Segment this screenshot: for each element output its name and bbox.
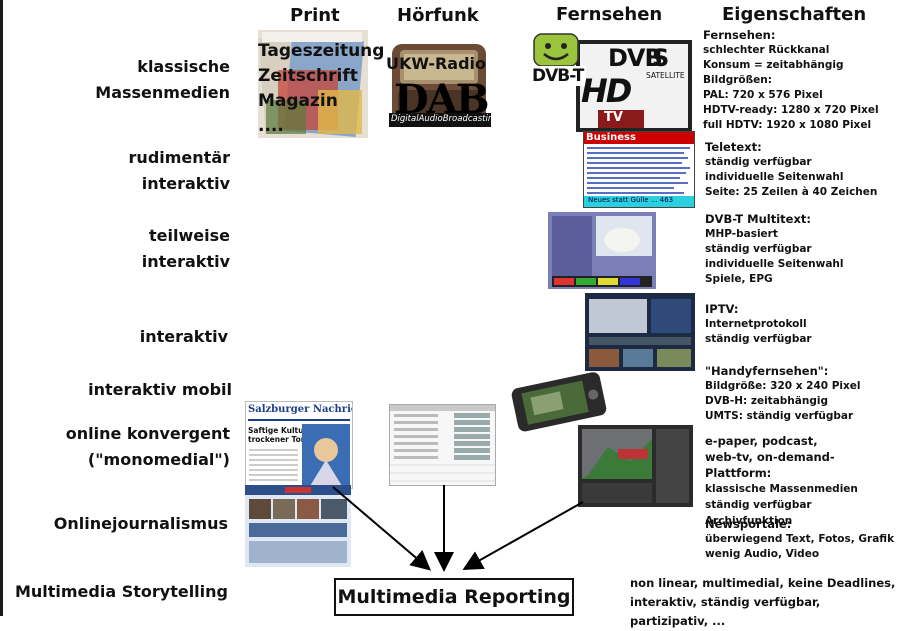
properties-line: wenig Audio, Video [705,548,820,560]
webtv-image [578,425,693,507]
properties-teletext: Teletext: ständig verfügbar individuelle… [705,140,877,200]
properties-title: Newsportale: [705,517,792,531]
properties-line: Seite: 25 Zeilen à 40 Zeichen [705,186,878,198]
print-item-more: .... [258,116,284,136]
row-label-online-journalism: Onlinejournalismus [53,514,228,533]
row-label-line: klassische [137,57,230,76]
radio-image [390,40,490,128]
newspaper-masthead: Salzburger Nachrichten [248,404,352,415]
row-label-line: Massenmedien [95,83,230,102]
properties-line: Bildgröße: 320 x 240 Pixel [705,380,861,392]
tv-logo: TV [604,110,623,125]
magazine-stack-image [258,30,368,138]
properties-title: Fernsehen: [703,28,776,42]
properties-line: ständig verfügbar [705,243,812,255]
hd-logo: HD [581,72,632,110]
properties-mobile-tv: "Handyfernsehen": Bildgröße: 320 x 240 P… [705,364,861,424]
iptv-image [585,293,695,371]
properties-tv: Fernsehen: schlechter Rückkanal Konsum =… [703,28,879,133]
properties-line: DVB-H: zeitabhängig [705,395,828,407]
multimedia-properties-line: non linear, multimedial, keine Deadlines… [630,576,896,590]
properties-title: e-paper, podcast, [705,434,818,448]
properties-line: HDTV-ready: 1280 x 720 Pixel [703,104,879,116]
properties-line: individuelle Seitenwahl [705,171,844,183]
teletext-image: Business Neues statt Gülle ... 463 [583,131,695,208]
arrow-epaper [332,486,432,571]
row-label-line: interaktiv [141,252,230,271]
properties-line: individuelle Seitenwahl [705,258,844,270]
row-label-rudimentary-interactive: rudimentär interaktiv [129,145,230,197]
row-label-online-convergent: online konvergent ("monomedial") [66,421,230,473]
dab-subtitle: DigitalAudioBroadcasting [391,114,499,124]
properties-line: ständig verfügbar [705,156,812,168]
column-header-tv: Fernsehen [556,4,663,25]
properties-dvbt-multitext: DVB-T Multitext: MHP-basiert ständig ver… [705,212,843,287]
dab-subtitle-bar [389,113,491,127]
left-border [0,0,3,616]
dab-logo: DAB [394,76,490,123]
teletext-title: Business [586,132,636,143]
properties-title: "Handyfernsehen": [705,364,829,378]
print-item-magazine: Magazin [258,91,338,111]
tv-logos-image [532,32,692,132]
satellite-label: SATELLITE [646,71,685,80]
properties-line: schlechter Rückkanal [703,44,830,56]
properties-line: UMTS: ständig verfügbar [705,410,854,422]
row-label-line: online konvergent [65,424,230,443]
properties-news-portals: Newsportale: überwiegend Text, Fotos, Gr… [705,517,894,562]
column-header-properties: Eigenschaften [722,4,867,25]
row-label-line: interaktiv [141,174,230,193]
properties-line: MHP-basiert [705,228,778,240]
properties-line: web-tv, on-demand-Plattform: [705,450,835,480]
mobile-phone-image [508,370,608,434]
arrow-webtv [462,501,584,570]
properties-line: Bildgrößen: [703,74,772,86]
print-items: Tageszeitung Zeitschrift Magazin .... [258,39,384,139]
newspaper-headline-1: Saftige Kultur statt [248,426,331,435]
dvbs-logo: DVB [608,44,663,72]
properties-line: klassische Massenmedien [705,483,858,495]
properties-line: PAL: 720 x 576 Pixel [703,89,823,101]
column-header-radio: Hörfunk [397,5,479,26]
properties-line: überwiegend Text, Fotos, Grafik [705,533,895,545]
properties-line: Spiele, EPG [705,273,773,285]
multimedia-properties-line: interaktiv, ständig verfügbar, partizipa… [630,595,821,628]
podcast-list-image [389,404,496,486]
news-portal-image [245,485,351,567]
row-label-interactive-mobile: interaktiv mobil [88,380,232,399]
ukw-radio-label: UKW-Radio [386,54,487,73]
properties-line: ständig verfügbar [705,333,812,345]
column-header-print: Print [290,5,340,26]
properties-line: Konsum = zeitabhängig [703,59,844,71]
properties-line: Internetprotokoll [705,318,807,330]
row-label-classic-mass-media: klassische Massenmedien [95,54,230,106]
row-label-line: ("monomedial") [87,450,230,469]
multimedia-reporting-box: Multimedia Reporting [334,578,574,616]
multimedia-properties: non linear, multimedial, keine Deadlines… [630,574,900,631]
row-label-line: rudimentär [128,148,230,167]
convergence-arrows [332,485,584,572]
row-label-partially-interactive: teilweise interaktiv [142,223,230,275]
row-label-multimedia-storytelling: Multimedia Storytelling [14,582,228,601]
print-item-daily: Tageszeitung [258,41,385,61]
row-label-interactive: interaktiv [139,327,228,346]
properties-title: IPTV: [705,302,739,316]
properties-iptv: IPTV: Internetprotokoll ständig verfügba… [705,302,812,347]
mhp-multitext-image [548,212,656,289]
dvbt-logo: DVB-T [532,66,584,86]
newspaper-headline-2: trockener Torte [248,435,314,444]
properties-online-convergent: e-paper, podcast, web-tv, on-demand-Plat… [705,433,900,529]
print-item-journal: Zeitschrift [258,66,358,86]
properties-line: ständig verfügbar [705,499,812,511]
properties-line: Archivfunktion [705,515,793,527]
teletext-footer: Neues statt Gülle ... 463 [588,196,674,204]
properties-title: Teletext: [705,140,762,154]
row-label-line: teilweise [149,226,230,245]
properties-title: DVB-T Multitext: [705,212,811,226]
epaper-image: Salzburger Nachrichten Saftige Kultur st… [245,401,353,489]
properties-line: full HDTV: 1920 x 1080 Pixel [703,119,872,131]
